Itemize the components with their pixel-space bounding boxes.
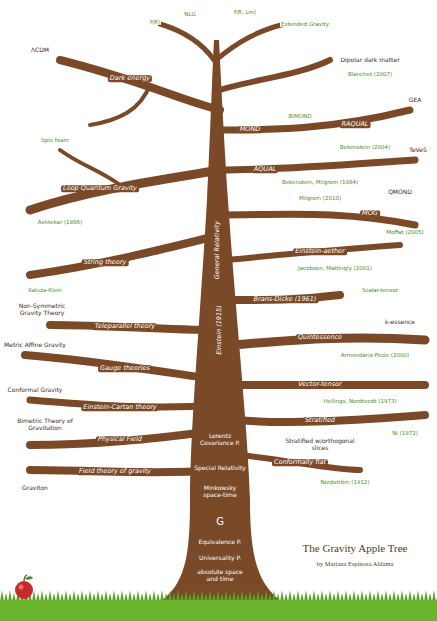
branch-label: MOG (360, 210, 380, 217)
author-label: Scalar-tensor (361, 287, 399, 293)
trunk-label: Minkowsky space-time (193, 485, 247, 499)
branch-label: Einstein-aether (293, 248, 347, 255)
author-label: Armendáriz-Picón (2000) (340, 352, 410, 358)
trunk (150, 40, 292, 608)
theory-label: TeVeS (408, 147, 427, 154)
theory-label: Stratified w/orthogonal slices (284, 438, 356, 452)
branch-label: Dark energy (108, 75, 152, 82)
author-label: Ashtekar (1986) (37, 219, 83, 225)
theory-label: GEA (408, 97, 423, 104)
branch-label: Gauge theories (98, 365, 152, 372)
branch-label: Brans-Dicke (1961) (252, 296, 319, 303)
author-label: Nordström (1912) (319, 479, 370, 485)
theory-label: Graviton (21, 485, 49, 492)
apple (15, 575, 33, 599)
theory-label: Non-Symmetric Gravity Theory (6, 303, 78, 317)
trunk-label: Equivalence P. (193, 539, 247, 546)
theory-label: Dipolar dark matter (339, 57, 400, 64)
branch-label: Physical Field (96, 436, 144, 443)
author-label: Bekenstein, Milgrom (1984) (281, 179, 359, 185)
grass-tips (0, 588, 437, 602)
branch-label: Quintessence (296, 334, 344, 341)
grass (0, 600, 437, 621)
author-label: BIMOND (288, 113, 313, 119)
branch-label: Einstein-Cartan theory (81, 404, 158, 411)
trunk-label: G (193, 516, 247, 528)
author-label: Milgrom (2010) (298, 195, 342, 201)
author-label: Moffat (2005) (385, 229, 424, 235)
author-label: Extended Gravity (280, 21, 330, 27)
theory-label: Metric Affine Gravity (3, 342, 67, 349)
poster-credit: by Mariana Espinosa Aldama (317, 560, 394, 567)
trunk-label: Universality P. (193, 555, 247, 562)
theory-label: QMOND (387, 189, 413, 196)
author-label: Bekenstein (2004) (339, 144, 391, 150)
author-label: Ni (1972) (391, 430, 419, 436)
theory-label: k-essence (384, 319, 416, 326)
branch-label: Loop Quantum Gravity (61, 185, 139, 192)
theory-label: Bimetric Theory of Gravitation (9, 418, 81, 432)
trunk-label: Special Relativity (193, 465, 247, 472)
poster-title: The Gravity Apple Tree (303, 542, 408, 554)
author-label: Blanchet (2007) (347, 71, 393, 77)
trunk-label: absolute space and time (193, 569, 247, 583)
theory-label: Conformal Gravity (7, 387, 64, 394)
theory-label: ΛCDM (30, 47, 50, 54)
branch-label: AQUAL (252, 166, 278, 173)
branch-label: Stratified (303, 417, 337, 424)
author-label: Kaluza-Klein (27, 287, 63, 293)
author-label: f(R) (149, 19, 161, 25)
trunk-label: General Relativity (214, 221, 221, 279)
branch-label: Vector-tensor (296, 381, 344, 388)
branch-label: RAQUAL (340, 121, 371, 128)
author-label: Spin foam (40, 137, 70, 143)
author-label: f(R, Lm) (233, 9, 257, 15)
trunk-label: Einstein (1915) (216, 305, 223, 355)
branch-label: Conformally flat (272, 459, 328, 466)
author-label: NLG (183, 11, 196, 17)
author-label: Hellings, Nordtvedt (1973) (322, 398, 397, 404)
branch-label: Field theory of gravity (77, 468, 153, 475)
author-label: Jacobson, Mattingly (2001) (297, 265, 373, 271)
branch-label: String theory (82, 259, 129, 266)
trunk-label: Lorentz Covariance P. (193, 433, 247, 447)
branch-label: Teleparallel theory (93, 323, 157, 330)
branch-label: MOND (238, 126, 263, 133)
